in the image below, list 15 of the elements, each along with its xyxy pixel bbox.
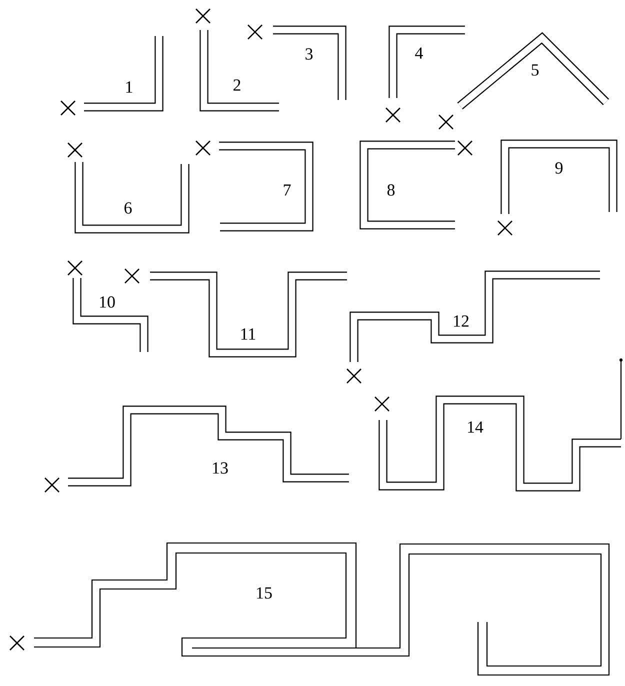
path-number: 9: [555, 162, 563, 174]
path-number: 6: [124, 202, 132, 214]
path-number: 8: [387, 184, 395, 196]
path-number: 5: [532, 64, 539, 76]
path-number: 10: [100, 296, 115, 308]
path-number: 3: [306, 48, 313, 60]
path-number: 11: [241, 328, 256, 340]
path-number: 13: [213, 462, 228, 474]
path-number: 15: [257, 587, 272, 599]
path-number: 4: [415, 47, 423, 59]
path-number: 1: [126, 81, 132, 93]
path-number: 14: [468, 421, 484, 433]
path-number: 2: [234, 79, 240, 91]
path-number: 7: [284, 184, 291, 196]
path-number: 12: [454, 315, 469, 327]
